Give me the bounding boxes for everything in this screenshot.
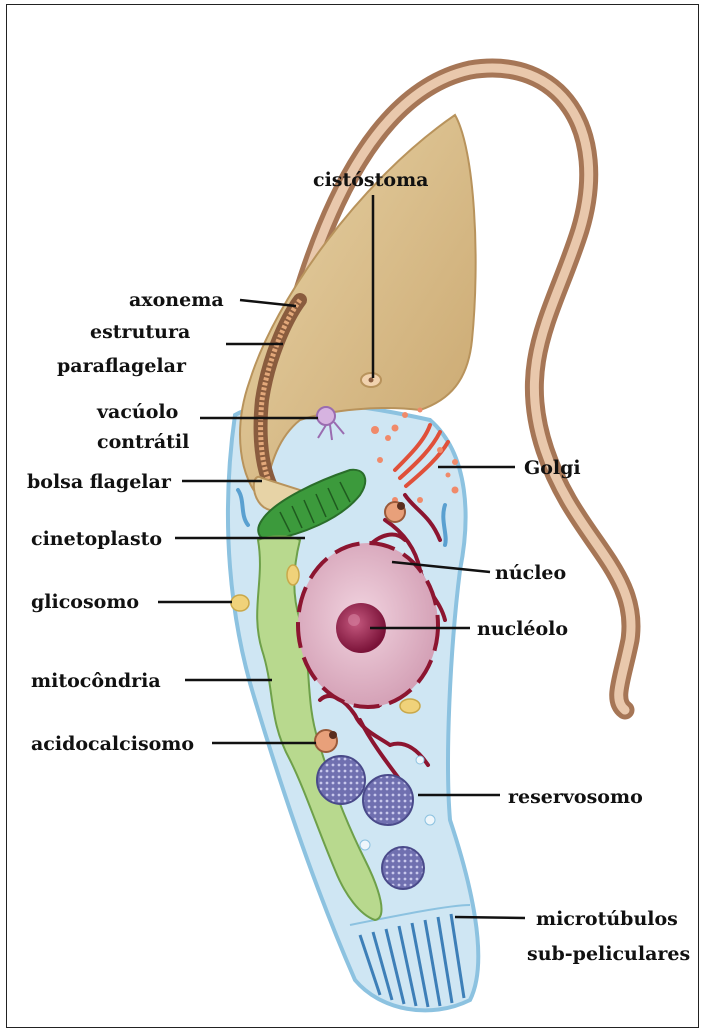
label-golgi: Golgi bbox=[524, 457, 581, 479]
label-estrutura-line2: paraflagelar bbox=[57, 355, 187, 377]
label-microtubulos-line2: sub-peliculares bbox=[527, 943, 690, 965]
label-acidocalcisomo: acidocalcisomo bbox=[31, 733, 194, 755]
reservosome-3 bbox=[382, 847, 424, 889]
label-vacuolo-line1: vacúolo bbox=[96, 401, 178, 423]
label-cinetoplasto: cinetoplasto bbox=[31, 528, 162, 550]
label-bolsa-flagelar: bolsa flagelar bbox=[27, 471, 172, 493]
label-axonema: axonema bbox=[129, 289, 224, 311]
label-reservosomo: reservosomo bbox=[508, 786, 643, 808]
label-microtubulos-line1: microtúbulos bbox=[536, 908, 678, 930]
label-vacuolo-line2: contrátil bbox=[97, 431, 189, 453]
label-cistostoma: cistóstoma bbox=[313, 169, 429, 191]
cytostome-center bbox=[369, 378, 374, 383]
acidocalcisome bbox=[315, 730, 337, 752]
reservosome bbox=[317, 756, 365, 804]
label-nucleo: núcleo bbox=[495, 562, 566, 584]
reservosome-2 bbox=[363, 775, 413, 825]
glycosome-2 bbox=[287, 565, 299, 585]
glycosome-3 bbox=[400, 699, 420, 713]
glycosome bbox=[231, 595, 249, 611]
label-glicosomo: glicosomo bbox=[31, 591, 139, 613]
acidocalcisome-2 bbox=[385, 502, 405, 522]
label-nucleolo: nucléolo bbox=[477, 618, 568, 640]
label-estrutura-line1: estrutura bbox=[90, 321, 190, 343]
label-mitocondria: mitocôndria bbox=[31, 670, 161, 692]
